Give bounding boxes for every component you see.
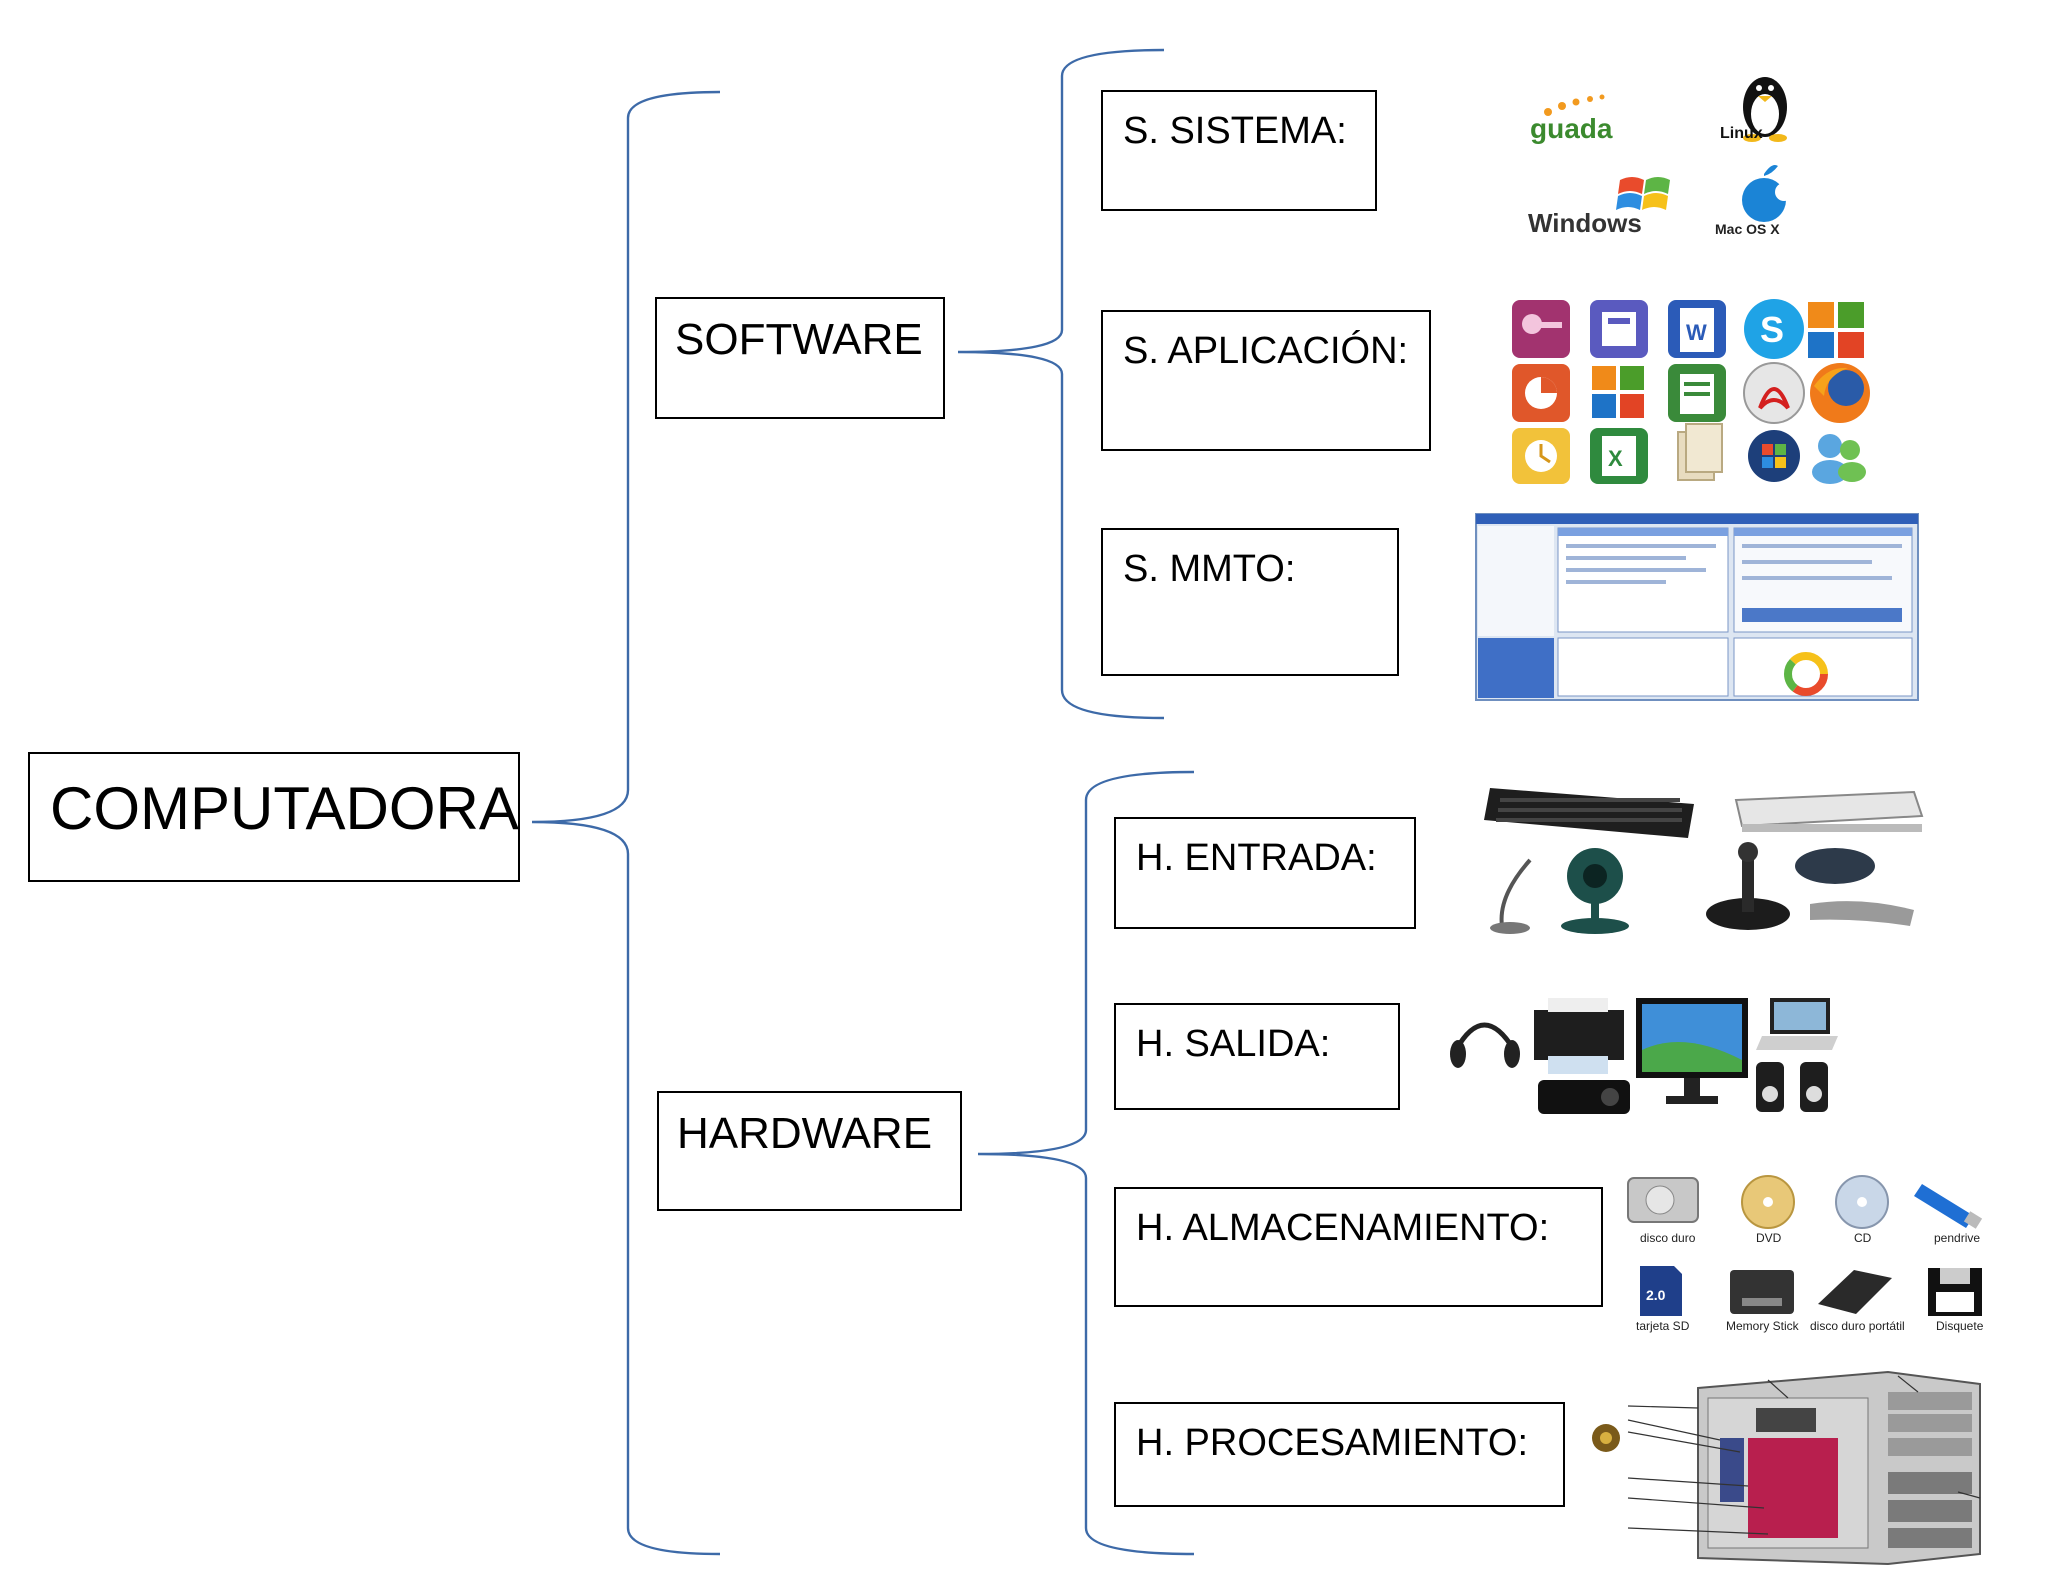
input-devices-image bbox=[1484, 788, 1924, 934]
svg-text:2.0: 2.0 bbox=[1646, 1287, 1666, 1303]
computer-case-icon bbox=[1697, 1370, 1981, 1566]
hardware-processing-label: H. PROCESAMIENTO: bbox=[1136, 1422, 1529, 1464]
hardware-brace bbox=[977, 770, 1195, 1556]
software-application-label: S. APLICACIÓN: bbox=[1123, 330, 1409, 372]
pendrive-caption: pendrive bbox=[1934, 1231, 1980, 1245]
speakers-icon bbox=[1756, 1062, 1828, 1112]
svg-text:S: S bbox=[1760, 309, 1784, 350]
skype-icon: S bbox=[1744, 299, 1804, 359]
mac-os-x-logo: Mac OS X bbox=[1715, 165, 1793, 237]
windows-logo: Windows bbox=[1528, 177, 1670, 238]
floppy-disk-icon bbox=[1928, 1268, 1982, 1316]
software-application-node: S. APLICACIÓN: bbox=[1101, 310, 1431, 451]
access-icon bbox=[1512, 300, 1570, 358]
hard-disk-caption: disco duro bbox=[1640, 1231, 1696, 1245]
linux-tux-logo: Linux bbox=[1720, 77, 1787, 142]
software-maintenance-label: S. MMTO: bbox=[1123, 548, 1296, 590]
portable-disk-icon bbox=[1818, 1270, 1892, 1314]
hard-disk-icon bbox=[1627, 1177, 1699, 1223]
dvd-icon bbox=[1741, 1175, 1795, 1229]
svg-text:W: W bbox=[1686, 320, 1707, 345]
acrobat-icon bbox=[1743, 362, 1805, 424]
hardware-storage-label: H. ALMACENAMIENTO: bbox=[1136, 1207, 1550, 1249]
software-brace bbox=[957, 48, 1165, 720]
application-icons-image: W S X bbox=[1512, 299, 1870, 484]
hardware-input-label: H. ENTRADA: bbox=[1136, 837, 1377, 879]
root-node: COMPUTADORA bbox=[28, 752, 520, 882]
root-label: COMPUTADORA bbox=[50, 775, 519, 842]
webcam-icon bbox=[1561, 848, 1629, 934]
barcode-reader-icon bbox=[1810, 901, 1914, 926]
publisher-icon bbox=[1590, 300, 1648, 358]
maintenance-software-screenshot bbox=[1475, 513, 1919, 701]
guada-text: guada bbox=[1530, 113, 1613, 144]
linux-text: Linux bbox=[1720, 125, 1763, 142]
projector-icon bbox=[1538, 1080, 1630, 1114]
os-logos-image: guada Linux Windows Mac OS X bbox=[1528, 77, 1793, 238]
software-system-label: S. SISTEMA: bbox=[1123, 110, 1347, 152]
windows-text: Windows bbox=[1528, 208, 1642, 238]
sd-card-icon: 2.0 bbox=[1640, 1266, 1682, 1316]
outlook-icon bbox=[1512, 428, 1570, 484]
cpu-cooler-icon bbox=[1592, 1424, 1620, 1452]
callout-lines bbox=[1627, 1375, 1981, 1535]
hardware-node: HARDWARE bbox=[657, 1091, 962, 1211]
messenger-icon bbox=[1812, 434, 1866, 484]
firefox-icon bbox=[1810, 363, 1870, 423]
monitor-icon bbox=[1636, 998, 1748, 1104]
printer-icon bbox=[1534, 998, 1624, 1074]
hardware-label: HARDWARE bbox=[677, 1109, 933, 1158]
guada-logo: guada bbox=[1530, 94, 1613, 144]
publisher-green-icon bbox=[1668, 364, 1726, 422]
microphone-icon bbox=[1490, 858, 1532, 934]
floppy-disk-caption: Disquete bbox=[1936, 1319, 1984, 1333]
documents-icon bbox=[1677, 423, 1723, 481]
laptop-icon bbox=[1756, 998, 1838, 1050]
joystick-icon bbox=[1706, 842, 1790, 930]
keyboard-icon bbox=[1484, 788, 1694, 838]
storage-devices-image: disco duro DVD CD pendrive 2.0 tarjeta S… bbox=[1627, 1175, 1984, 1333]
hardware-input-node: H. ENTRADA: bbox=[1114, 817, 1416, 929]
software-label: SOFTWARE bbox=[675, 315, 923, 364]
portable-disk-caption: disco duro portátil bbox=[1810, 1319, 1905, 1333]
cd-icon bbox=[1835, 1175, 1889, 1229]
dvd-caption: DVD bbox=[1756, 1231, 1782, 1245]
cd-caption: CD bbox=[1854, 1231, 1872, 1245]
software-system-node: S. SISTEMA: bbox=[1101, 90, 1377, 211]
scanner-icon bbox=[1734, 790, 1924, 832]
hardware-processing-node: H. PROCESAMIENTO: bbox=[1114, 1402, 1565, 1507]
office-icon bbox=[1808, 302, 1864, 358]
hardware-storage-node: H. ALMACENAMIENTO: bbox=[1114, 1187, 1603, 1307]
hardware-output-label: H. SALIDA: bbox=[1136, 1023, 1331, 1065]
excel-icon: X bbox=[1590, 428, 1648, 484]
memory-stick-icon bbox=[1730, 1270, 1794, 1314]
hardware-output-node: H. SALIDA: bbox=[1114, 1003, 1400, 1110]
processing-case-diagram bbox=[1592, 1370, 1981, 1566]
windows-start-icon bbox=[1748, 430, 1800, 482]
headphones-icon bbox=[1450, 1022, 1520, 1068]
word-icon: W bbox=[1668, 300, 1726, 358]
software-node: SOFTWARE bbox=[655, 297, 945, 419]
mouse-icon bbox=[1795, 848, 1875, 884]
powerpoint-icon bbox=[1512, 364, 1570, 422]
software-maintenance-node: S. MMTO: bbox=[1101, 528, 1399, 676]
sd-card-caption: tarjeta SD bbox=[1636, 1319, 1690, 1333]
output-devices-image bbox=[1450, 998, 1838, 1114]
memory-stick-caption: Memory Stick bbox=[1726, 1319, 1800, 1333]
svg-text:X: X bbox=[1608, 446, 1623, 471]
mac-os-x-text: Mac OS X bbox=[1715, 221, 1780, 237]
office-small-icon bbox=[1592, 366, 1644, 418]
pendrive-icon bbox=[1914, 1184, 1983, 1229]
main-brace bbox=[531, 90, 721, 1556]
